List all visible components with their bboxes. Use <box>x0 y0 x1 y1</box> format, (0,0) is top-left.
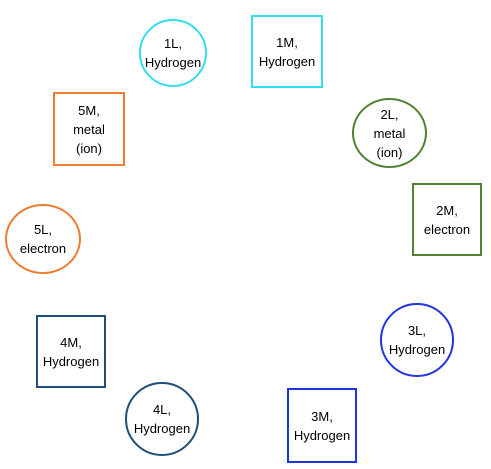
node-1m-square: 1M, Hydrogen <box>251 15 323 88</box>
node-2l-circle: 2L, metal (ion) <box>352 98 427 168</box>
node-4m-square: 4M, Hydrogen <box>36 315 106 388</box>
node-label: 4M, Hydrogen <box>42 334 100 369</box>
node-label: 3L, Hydrogen <box>388 323 446 357</box>
node-label: 5M, metal (ion) <box>73 102 105 156</box>
node-label: 1M, Hydrogen <box>258 34 316 69</box>
node-label: 1L, Hydrogen <box>144 36 202 70</box>
node-5l-circle: 5L, electron <box>5 204 81 274</box>
node-5m-square: 5M, metal (ion) <box>53 92 125 166</box>
node-label: 2M, electron <box>423 202 471 237</box>
node-3m-square: 3M, Hydrogen <box>287 388 357 463</box>
node-1l-circle: 1L, Hydrogen <box>139 19 207 87</box>
node-label: 4L, Hydrogen <box>133 402 191 436</box>
node-label: 3M, Hydrogen <box>293 408 351 443</box>
node-2m-square: 2M, electron <box>412 183 482 256</box>
node-4l-circle: 4L, Hydrogen <box>125 382 199 456</box>
node-label: 5L, electron <box>19 222 67 256</box>
node-label: 2L, metal (ion) <box>373 106 406 160</box>
node-3l-circle: 3L, Hydrogen <box>380 303 454 377</box>
